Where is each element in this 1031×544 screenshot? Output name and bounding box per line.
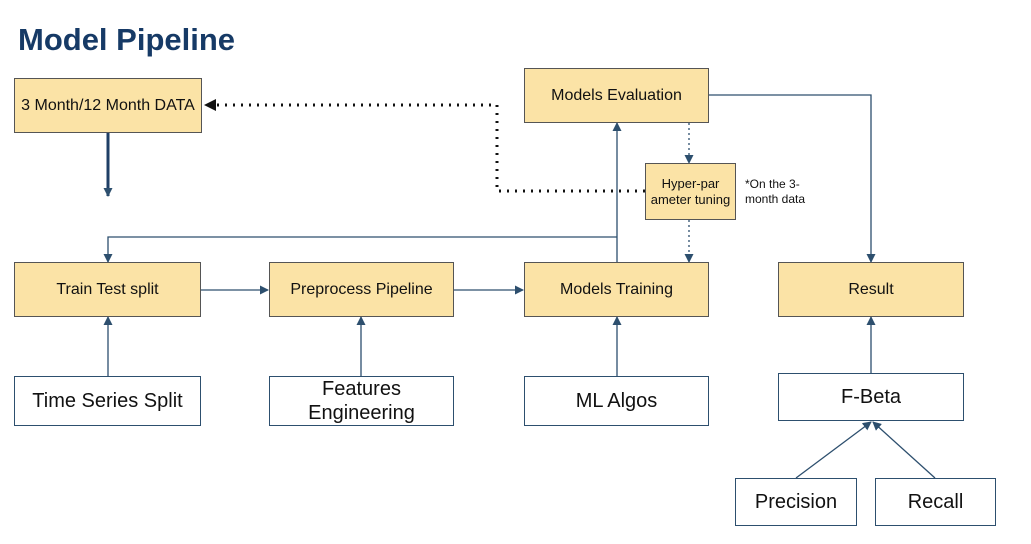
edge-hyper-to-data-dotted: [204, 99, 645, 193]
node-f-beta: F-Beta: [778, 373, 964, 421]
diagram-title: Model Pipeline: [18, 22, 236, 57]
edge-recall-to-fbeta: [872, 421, 936, 479]
node-models-evaluation: Models Evaluation: [524, 68, 709, 123]
node-data: 3 Month/12 Month DATA: [14, 78, 202, 133]
edge-precision-to-fbeta: [795, 421, 872, 479]
node-recall: Recall: [875, 478, 996, 526]
node-precision: Precision: [735, 478, 857, 526]
edge-eval-to-result: [709, 94, 876, 263]
node-features-engineering: Features Engineering: [269, 376, 454, 426]
node-ml-algos: ML Algos: [524, 376, 709, 426]
node-models-training: Models Training: [524, 262, 709, 317]
hyperparameter-note: *On the 3-month data: [745, 177, 806, 206]
node-result: Result: [778, 262, 964, 317]
node-preprocess-pipeline: Preprocess Pipeline: [269, 262, 454, 317]
node-time-series-split: Time Series Split: [14, 376, 201, 426]
edge-loop-to-split: [103, 236, 617, 263]
node-train-test-split: Train Test split: [14, 262, 201, 317]
node-hyperparameter-tuning: Hyper-par ameter tuning: [645, 163, 736, 220]
